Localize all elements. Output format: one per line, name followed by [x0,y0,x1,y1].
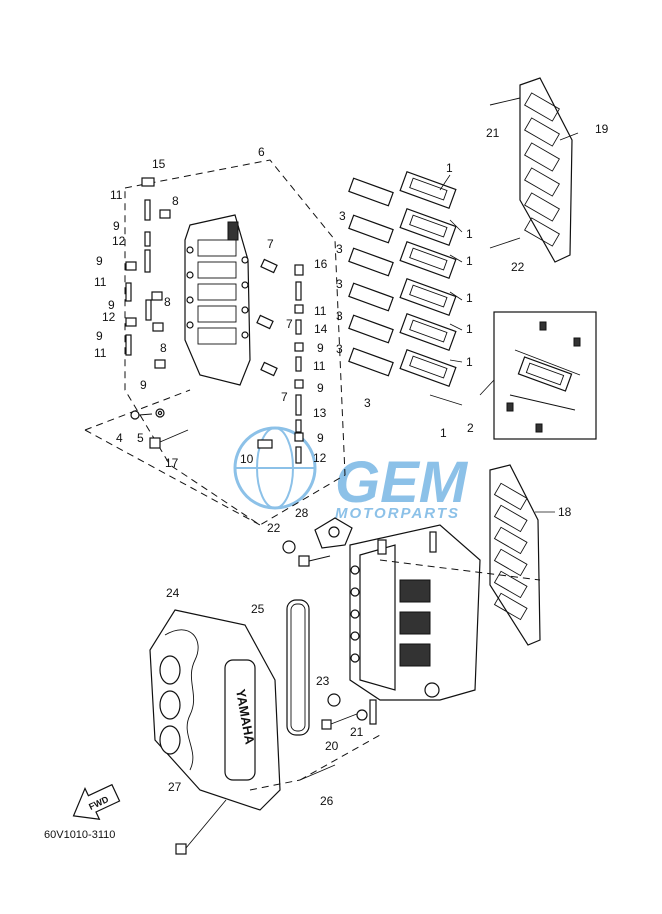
callout-7: 7 [286,317,293,331]
callout-27: 28 [295,506,309,520]
callout-14: 15 [152,157,166,171]
callout-22: 23 [316,674,330,688]
callout-9: 9 [96,329,103,343]
callout-1: 1 [440,426,447,440]
callout-18: 19 [595,122,609,136]
callout-21: 22 [511,260,525,274]
callout-9: 9 [317,381,324,395]
callout-11: 11 [94,346,107,360]
bolts-4-5-16 [130,408,189,449]
callout-3: 3 [339,209,346,223]
watermark-main-text: GEM [335,450,469,515]
gasket-17 [489,464,541,646]
callout-7: 7 [281,390,288,404]
detail-inset [493,311,597,440]
callout-21: 21 [486,126,500,140]
leader-lines [249,132,579,791]
callout-9: 9 [96,254,103,268]
callout-11: 11 [313,359,326,373]
callout-3: 3 [336,277,343,291]
watermark: GEM MOTORPARTS [233,426,469,522]
callout-9: 9 [108,298,115,312]
callout-1: 1 [466,322,473,336]
intake-manifold [349,524,481,701]
callout-3: 3 [336,309,343,323]
gasket-ring-24 [286,599,310,736]
callout-24: 25 [251,602,265,616]
callout-3: 3 [364,396,371,410]
callout-1: 1 [466,254,473,268]
callout-19: 20 [325,739,339,753]
callout-8: 8 [164,295,171,309]
callout-11: 11 [94,275,107,289]
callout-11: 11 [110,188,123,202]
callout-20: 21 [350,725,364,739]
diagram-code: 60V1010-3110 [44,829,115,841]
callout-3: 3 [336,242,343,256]
bracket-27 [282,517,353,567]
callout-9: 9 [317,431,324,445]
group-boundary-6 [84,159,346,526]
callout-8: 8 [160,341,167,355]
callout-12: 12 [112,234,126,248]
callout-15: 16 [314,257,328,271]
callout-1: 1 [466,355,473,369]
bolt-26 [175,799,227,855]
callout-9: 10 [240,452,254,466]
callout-4: 4 [116,431,123,445]
gasket-18 [489,77,573,263]
bolts-19-20-25 [299,693,377,781]
callouts: 1 1 1 1 1 1 1 2 3 3 3 3 3 3 4 5 6 7 7 7 … [94,122,609,808]
callout-26: 27 [168,780,182,794]
callout-25: 26 [320,794,334,808]
callout-1: 1 [466,291,473,305]
callout-1: 1 [446,161,453,175]
callout-8: 8 [172,194,179,208]
callout-3: 3 [336,342,343,356]
callout-1: 1 [466,227,473,241]
fwd-arrow-icon: FWD [72,783,121,820]
watermark-sub-text: MOTORPARTS [335,505,460,522]
callout-11: 12 [313,451,327,465]
callout-12: 12 [102,310,116,324]
callout-17: 18 [558,505,572,519]
callout-23: 24 [166,586,180,600]
callout-7: 7 [267,237,274,251]
side-plate [184,214,251,386]
fittings-center [256,258,304,464]
callout-16: 17 [165,456,179,470]
fittings-left [125,177,171,369]
callout-6: 6 [258,145,265,159]
callout-5: 5 [137,431,144,445]
callout-9: 9 [113,219,120,233]
callout-2: 2 [467,421,474,435]
callout-12: 13 [313,406,327,420]
silencer-cover: YAMAHA [149,609,281,811]
callout-9: 9 [140,378,147,392]
reed-valves [348,170,457,388]
callout-10: 11 [314,304,327,318]
callout-9: 9 [317,341,324,355]
callout-13: 14 [314,322,328,336]
callout-22: 22 [267,521,281,535]
